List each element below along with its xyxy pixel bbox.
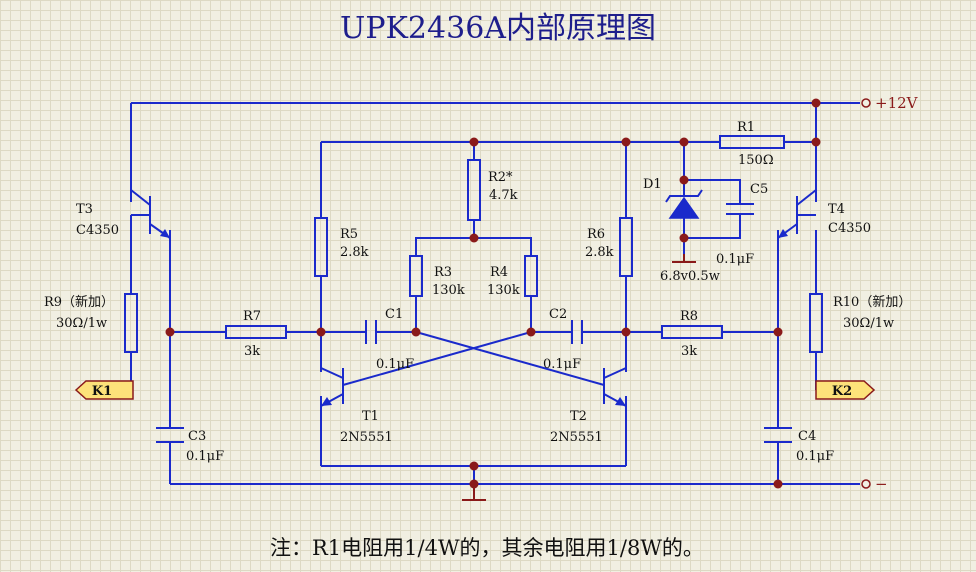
r9-ref: R9（新加） (44, 294, 114, 310)
r10-value: 30Ω/1w (843, 316, 894, 331)
c5-value: 0.1μF (716, 252, 754, 267)
r1-resistor (719, 135, 785, 149)
r9-resistor (124, 293, 138, 353)
c4-ref: C4 (798, 429, 816, 444)
t1-ref: T1 (362, 409, 379, 424)
power-terminal (861, 98, 871, 108)
c2-capacitor (571, 320, 583, 344)
d1-ref: D1 (643, 177, 662, 192)
wire-c5-bottom (684, 214, 741, 239)
wire-c5-top (684, 179, 741, 204)
r1-value: 150Ω (738, 153, 774, 168)
page-title: UPK2436A内部原理图 (340, 11, 656, 46)
c1-value: 0.1μF (376, 357, 414, 372)
r2-resistor (467, 159, 481, 221)
t3-ref: T3 (76, 202, 93, 217)
r4-value: 130k (487, 283, 520, 298)
port-k2-label: K2 (832, 384, 852, 399)
ground-label: − (875, 475, 888, 493)
t2-value: 2N5551 (550, 430, 603, 445)
t3-value: C4350 (76, 223, 119, 238)
r5-value: 2.8k (340, 245, 369, 260)
r8-value: 3k (681, 344, 697, 359)
c2-ref: C2 (549, 307, 567, 322)
c4-capacitor (764, 427, 792, 443)
r1-ref: R1 (737, 120, 755, 135)
r3-ref: R3 (434, 265, 452, 280)
t3-transistor (130, 189, 171, 239)
r5-resistor (314, 217, 328, 277)
c2-value: 0.1μF (543, 357, 581, 372)
ground-terminal (861, 479, 871, 489)
r2-value: 4.7k (489, 188, 518, 203)
r8-resistor (661, 325, 723, 339)
t2-transistor (603, 367, 627, 407)
r3-resistor (409, 255, 423, 297)
junction-dots (165, 98, 821, 489)
wire-cross-b (342, 331, 532, 386)
wire-cross-a (415, 331, 605, 386)
port-k1-label: K1 (92, 384, 112, 399)
c3-capacitor (156, 427, 184, 443)
c1-capacitor (365, 320, 377, 344)
r10-ref: R10（新加） (833, 294, 911, 310)
r7-resistor (225, 325, 287, 339)
r6-value: 2.8k (585, 245, 614, 260)
port-k2: K2 (815, 380, 876, 400)
t2-ref: T2 (570, 409, 587, 424)
c3-ref: C3 (188, 429, 206, 444)
r10-resistor (809, 293, 823, 353)
t1-value: 2N5551 (340, 430, 393, 445)
ground-symbol-d1 (672, 254, 696, 263)
port-k1: K1 (74, 380, 134, 400)
c5-capacitor (726, 203, 754, 215)
r5-ref: R5 (340, 227, 358, 242)
c4-value: 0.1μF (796, 449, 834, 464)
r2-ref: R2* (488, 170, 513, 185)
r4-ref: R4 (490, 265, 508, 280)
c1-ref: C1 (385, 307, 403, 322)
r8-ref: R8 (680, 309, 698, 324)
c5-ref: C5 (750, 182, 768, 197)
c3-value: 0.1μF (186, 449, 224, 464)
t4-value: C4350 (828, 221, 871, 236)
power-label: +12V (875, 94, 919, 112)
t4-transistor (777, 189, 817, 239)
t4-ref: T4 (828, 202, 845, 217)
d1-zener-diode (665, 189, 703, 219)
r6-resistor (619, 217, 633, 277)
r6-ref: R6 (587, 227, 605, 242)
r3-value: 130k (432, 283, 465, 298)
component-labels: T3 C4350 T4 C4350 T1 2N5551 T2 2N5551 R1… (44, 120, 911, 464)
r7-value: 3k (244, 344, 260, 359)
r4-resistor (524, 255, 538, 297)
t1-transistor (320, 367, 344, 407)
r9-value: 30Ω/1w (56, 316, 107, 331)
d1-value: 6.8v0.5w (660, 269, 720, 284)
footer-note: 注：R1电阻用1/4W的，其余电阻用1/8W的。 (270, 536, 704, 560)
r7-ref: R7 (243, 309, 261, 324)
